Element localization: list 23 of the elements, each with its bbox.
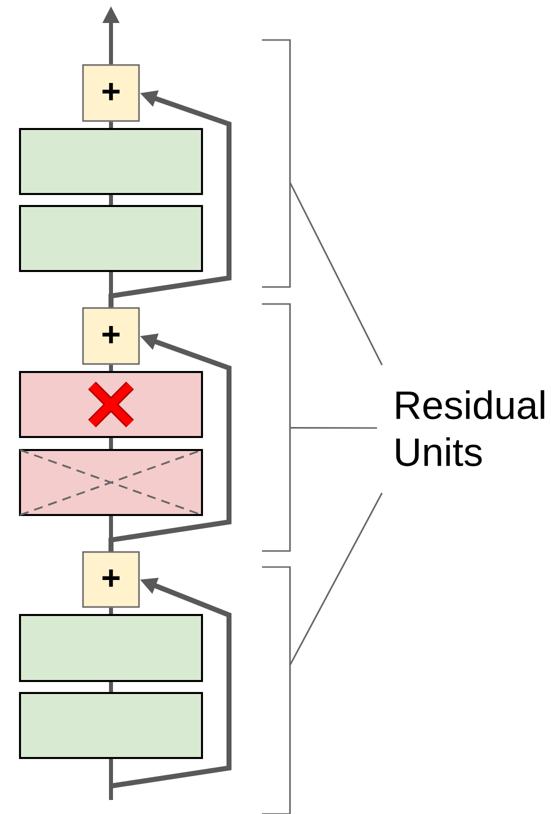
connector-line xyxy=(109,195,113,205)
layer-box xyxy=(19,614,203,682)
layer-box xyxy=(19,128,203,195)
connector-line xyxy=(109,759,113,800)
connector-line xyxy=(109,438,113,449)
plus-box: + xyxy=(82,307,140,365)
dropped-layer-box xyxy=(19,371,203,438)
connector-line xyxy=(109,364,113,371)
connector-line xyxy=(109,682,113,692)
connector-line xyxy=(109,122,113,128)
callout-text: Residual Units xyxy=(396,390,544,466)
bracket xyxy=(262,303,291,552)
connector-line xyxy=(109,608,113,614)
plus-box: + xyxy=(82,551,140,608)
bracket xyxy=(262,566,291,814)
plus-box: + xyxy=(82,64,140,122)
leader-line xyxy=(290,492,383,666)
skipped-layer-box xyxy=(19,449,203,516)
layer-box xyxy=(19,692,203,759)
layer-box xyxy=(19,205,203,272)
leader-line xyxy=(289,182,383,366)
bracket xyxy=(262,39,291,288)
leader-line xyxy=(290,427,377,429)
